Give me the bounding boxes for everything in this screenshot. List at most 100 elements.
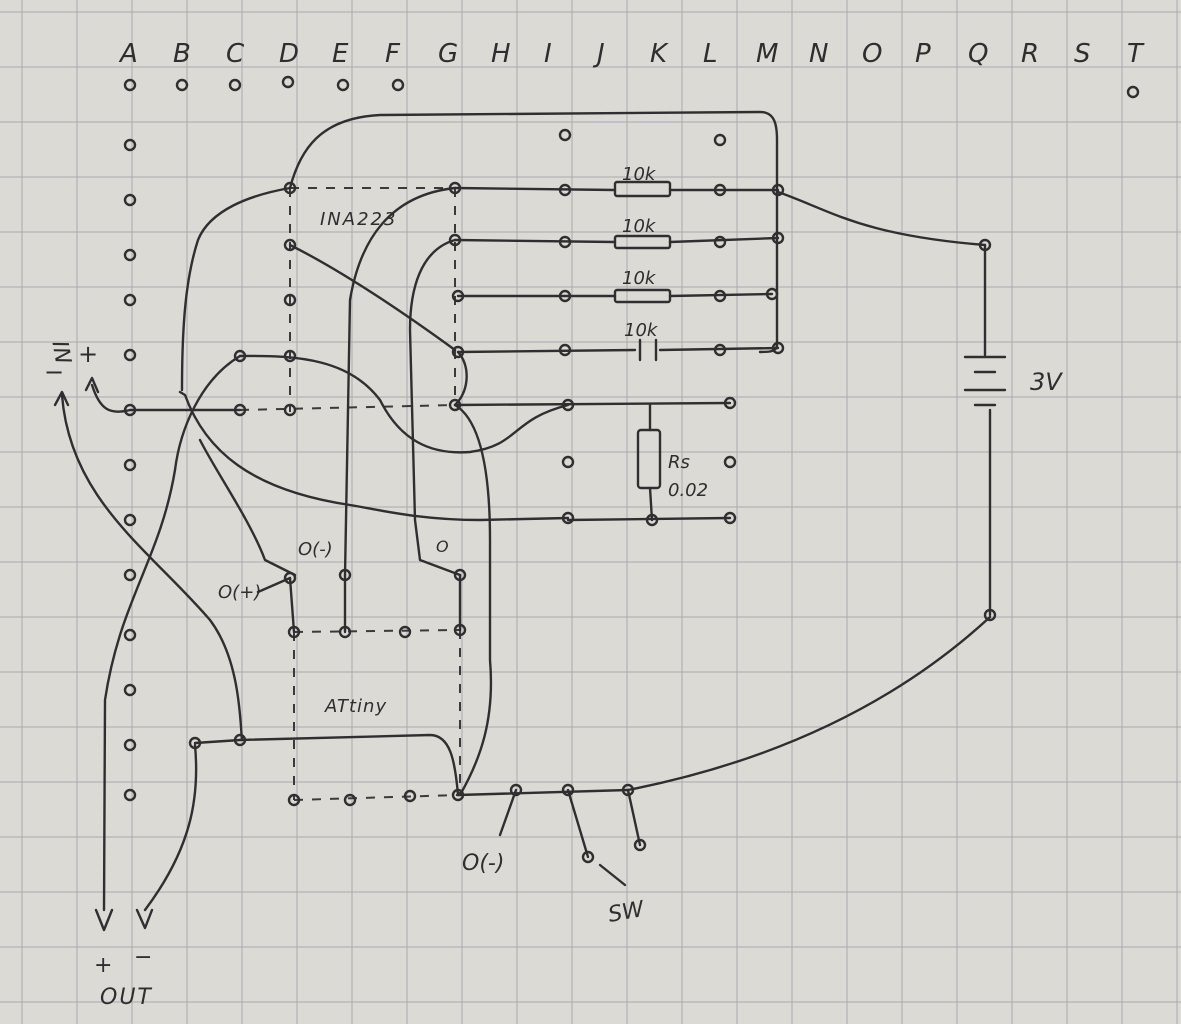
pin-hole: [123, 348, 137, 362]
pin-hole: [123, 568, 137, 582]
pin-hole: [558, 183, 572, 197]
pin-hole: [765, 287, 779, 301]
pin-hole: [287, 625, 301, 639]
column-letter: T: [1127, 39, 1145, 69]
pin-hole: [123, 293, 137, 307]
pin-hole: [713, 183, 727, 197]
pin-hole: [123, 78, 137, 92]
pin-hole: [281, 75, 295, 89]
out-plus-label: +: [94, 953, 112, 978]
pin-hole: [123, 458, 137, 472]
pin-hole: [453, 568, 467, 582]
column-letter: G: [438, 39, 458, 69]
pin-hole: [283, 238, 297, 252]
pin-hole: [451, 345, 465, 359]
out-label: OUT: [100, 985, 153, 1010]
rs-label: Rs: [668, 452, 690, 473]
o-circle-label: O: [436, 537, 449, 556]
pin-hole: [645, 513, 659, 527]
column-letter: Q: [968, 39, 988, 69]
labels: IN − + INA223 ATtiny 10k 10k 10k 10k Rs …: [44, 164, 1063, 1010]
pin-hole: [287, 793, 301, 807]
pin-hole: [123, 738, 137, 752]
resistor-2-label: 10k: [622, 216, 657, 237]
pin-hole: [633, 838, 647, 852]
column-letter: C: [226, 39, 245, 69]
pin-hole: [978, 238, 992, 252]
pin-hole: [561, 398, 575, 412]
pin-hole: [1126, 85, 1140, 99]
column-letter: I: [544, 39, 552, 69]
pin-hole: [343, 793, 357, 807]
column-letter: K: [650, 39, 669, 69]
pin-hole: [983, 608, 997, 622]
pin-hole: [561, 783, 575, 797]
pin-hole: [391, 78, 405, 92]
pin-hole: [509, 783, 523, 797]
pin-hole: [283, 349, 297, 363]
rs-value-label: 0.02: [668, 480, 708, 501]
pin-hole: [123, 628, 137, 642]
pin-hole: [336, 78, 350, 92]
o-plus-left-label: O(+): [218, 582, 261, 603]
column-letter: A: [118, 39, 138, 69]
pin-hole: [228, 78, 242, 92]
resistor-1-label: 10k: [622, 164, 657, 185]
column-letter: P: [915, 39, 931, 69]
pin-hole: [713, 133, 727, 147]
pin-hole: [123, 788, 137, 802]
pin-hole: [175, 78, 189, 92]
battery-label: 3V: [1030, 368, 1063, 396]
resistor-3-label: 10k: [622, 268, 657, 289]
column-letter: O: [862, 39, 882, 69]
pin-hole: [723, 511, 737, 525]
in-plus-label: +: [78, 340, 98, 368]
pin-hole: [283, 403, 297, 417]
pin-hole: [561, 511, 575, 525]
pin-hole: [338, 568, 352, 582]
pin-hole: [123, 138, 137, 152]
column-letter: H: [491, 39, 511, 69]
resistor-4-label: 10k: [624, 320, 659, 341]
column-letter: S: [1074, 39, 1091, 69]
pin-hole: [713, 235, 727, 249]
wires: [53, 110, 1007, 932]
pin-hole: [558, 128, 572, 142]
pin-hole: [771, 341, 785, 355]
pin-hole: [123, 683, 137, 697]
column-letter: E: [332, 39, 349, 69]
column-letter: B: [173, 39, 191, 69]
pin-hole: [283, 571, 297, 585]
pin-hole: [233, 349, 247, 363]
pin-hole: [398, 625, 412, 639]
breadboard-pins: [123, 75, 1140, 864]
pin-hole: [123, 513, 137, 527]
pin-hole: [123, 193, 137, 207]
pin-hole: [188, 736, 202, 750]
pin-hole: [581, 850, 595, 864]
column-letter: F: [385, 39, 401, 69]
pin-hole: [123, 248, 137, 262]
pin-hole: [283, 181, 297, 195]
o-minus-bottom-label: O(-): [462, 851, 504, 876]
pin-hole: [448, 181, 462, 195]
pin-hole: [451, 788, 465, 802]
column-letter: N: [809, 39, 828, 69]
pin-hole: [723, 455, 737, 469]
pin-hole: [558, 343, 572, 357]
pin-hole: [448, 233, 462, 247]
ina223-chip-outline: [239, 187, 456, 412]
pin-hole: [723, 396, 737, 410]
pin-hole: [283, 293, 297, 307]
pin-hole: [558, 289, 572, 303]
in-label: IN: [47, 339, 76, 366]
pin-hole: [561, 455, 575, 469]
column-letter: R: [1021, 39, 1039, 69]
o-minus-top-label: O(-): [298, 539, 333, 560]
attiny-label: ATtiny: [324, 696, 387, 717]
pin-hole: [448, 398, 462, 412]
